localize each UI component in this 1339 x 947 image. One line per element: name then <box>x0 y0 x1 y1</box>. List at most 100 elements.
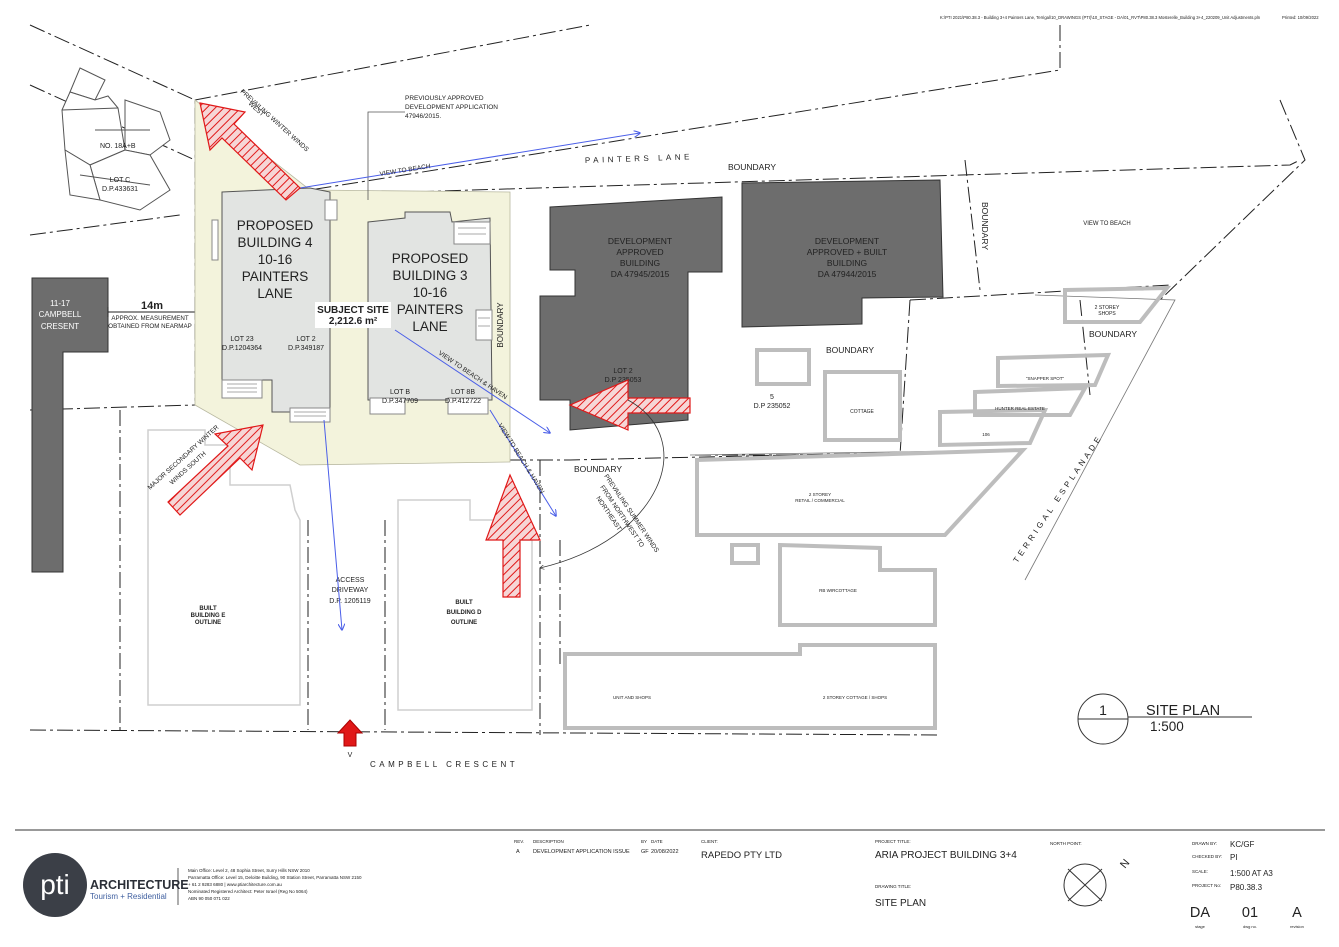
built-d-line-1: BUILT <box>455 600 473 606</box>
site-plan-label <box>1077 693 1252 745</box>
desc-header: DESCRIPTION <box>533 839 564 844</box>
date-header: DATE <box>651 839 663 844</box>
view-beach-label: VIEW TO BEACH <box>379 163 431 178</box>
rev-value: A <box>516 849 520 855</box>
drawing-value: SITE PLAN <box>875 898 926 909</box>
building3-line-4: PAINTERS <box>397 302 464 317</box>
lot5-dp: D.P 235052 <box>754 403 791 410</box>
lot5-label: 5 <box>770 394 774 401</box>
drawing-label: DRAWING TITLE: <box>875 884 911 889</box>
lot2a-dp: D.P.349187 <box>288 345 324 352</box>
dev1-line-2: APPROVED <box>616 247 663 257</box>
dwg-value: 01 <box>1242 905 1258 921</box>
previously-line-1: PREVIOUSLY APPROVED <box>405 95 484 102</box>
dev1-line-3: BUILDING <box>620 258 660 268</box>
rev-header: REV. <box>514 839 524 844</box>
campbell-1117-label-2: CAMPBELL <box>39 310 82 319</box>
lotb-dp: D.P.347709 <box>382 398 418 405</box>
building4-line-1: PROPOSED <box>237 218 314 233</box>
proposed-building-3 <box>367 211 493 415</box>
lotb-label: LOT B <box>390 389 410 396</box>
lotc-label: LOT C <box>110 177 131 184</box>
lot8b-dp: D.P.412722 <box>445 398 481 405</box>
proposed-building-4 <box>211 187 338 423</box>
lot2b-dp: D.P 235053 <box>605 377 642 384</box>
subject-site-label-bg <box>315 302 391 328</box>
client-value: RAPEDO PTY LTD <box>701 850 782 861</box>
address-line-3: + 61 2 9283 6880 | www.ptiarchitecture.c… <box>188 882 282 887</box>
north-label: NORTH POINT: <box>1050 841 1082 846</box>
built-e-line-1: BUILT <box>199 606 217 612</box>
retail-label-2: RETAIL / COMMERCIAL <box>795 498 845 503</box>
checked-label: CHECKED BY: <box>1192 854 1222 859</box>
lotc-dp: D.P.433631 <box>102 186 138 193</box>
drawn-value: KC/GF <box>1230 840 1255 849</box>
measurement-note-2: OBTAINED FROM NEARMAP <box>108 323 191 330</box>
client-label: CLIENT: <box>701 839 718 844</box>
access-line-2: DRIVEWAY <box>332 587 369 594</box>
two-storey-shops-1: 2 STOREY <box>1095 305 1120 311</box>
access-line-3: D.P. 1205119 <box>329 598 370 605</box>
measurement-note-1: APPROX. MEASUREMENT <box>111 315 189 322</box>
building4-line-4: PAINTERS <box>242 269 309 284</box>
campbell-1117-building <box>31 277 109 573</box>
north-arrow-icon <box>1063 863 1107 907</box>
desc-value: DEVELOPMENT APPLICATION ISSUE <box>533 849 630 855</box>
revision-label: revision <box>1290 924 1304 929</box>
view-beach-label-right: VIEW TO BEACH <box>1083 221 1130 227</box>
neighbour-outlines <box>563 285 1172 730</box>
projno-value: P80.38.3 <box>1230 883 1263 892</box>
stage-value: DA <box>1190 905 1210 921</box>
company-name: ARCHITECTURE <box>90 878 189 892</box>
two-storey-shops-2: SHOPS <box>1098 311 1116 317</box>
pti-logo-text: pti <box>40 869 70 900</box>
num-106-label: 106 <box>982 432 990 437</box>
site-plan-number: 1 <box>1099 702 1107 718</box>
street-painters-lane: PAINTERS LANE <box>585 152 693 165</box>
north-letter: N <box>1118 857 1132 871</box>
lot2b-label: LOT 2 <box>613 368 632 375</box>
boundary-label-mid: BOUNDARY <box>826 345 874 355</box>
stage-label: stage <box>1195 924 1206 929</box>
address-line-1: Main Office: Level 2, 48 Sophia Street, … <box>188 868 310 873</box>
wind-arrows <box>167 102 691 598</box>
dwg-label: dwg no. <box>1243 924 1257 929</box>
development-approved-building-1 <box>539 196 723 431</box>
previously-approved-leader <box>367 111 405 200</box>
dev2-line-3: BUILDING <box>827 258 867 268</box>
street-terrigal-esplanade: TERRIGAL ESPLANADE <box>1011 433 1104 565</box>
company-tagline: Tourism + Residential <box>90 892 167 901</box>
view-arrows <box>299 133 640 630</box>
lot23-label: LOT 23 <box>230 336 253 343</box>
dev1-line-1: DEVELOPMENT <box>608 236 672 246</box>
subject-site-area-text: 2,212.6 m² <box>329 316 378 327</box>
lot23-dp: D.P.1204364 <box>222 345 262 352</box>
rb-cottage-label: RB WIRCOTTAGE <box>819 588 857 593</box>
campbell-1117-label-1: 11-17 <box>50 299 70 308</box>
by-header: BY <box>641 839 647 844</box>
lot2a-label: LOT 2 <box>296 336 315 343</box>
boundary-label-right: BOUNDARY <box>1089 329 1137 339</box>
drawn-label: DRAWN BY: <box>1192 841 1217 846</box>
street-campbell-crescent: CAMPBELL CRESCENT <box>370 760 518 769</box>
building3-line-3: 10-16 <box>413 285 448 300</box>
boundary-lines <box>29 24 1306 736</box>
entry-arrow-icon <box>336 719 364 747</box>
built-e-line-3: OUTLINE <box>195 620 221 626</box>
address-line-2: Parramatta Office: Level 15, Deloitte Bu… <box>188 875 362 880</box>
building4-line-5: LANE <box>257 286 292 301</box>
building3-line-5: LANE <box>412 319 447 334</box>
pti-logo-icon <box>23 853 87 917</box>
building3-line-2: BUILDING 3 <box>392 268 467 283</box>
site-plan-title: SITE PLAN <box>1146 703 1220 719</box>
campbell-1117-label-3: CRESENT <box>41 322 79 331</box>
cottage-label: COTTAGE <box>850 409 874 415</box>
building4-line-3: 10-16 <box>258 252 293 267</box>
date-value: 20/08/2022 <box>651 849 679 855</box>
retail-label-1: 2 STOREY <box>809 492 831 497</box>
summer-wind-curve <box>540 399 665 568</box>
snapper-label: "SNAPPER SPOT" <box>1026 376 1065 381</box>
address-line-4: Nominated Registered Architect: Peter Is… <box>188 889 308 894</box>
built-d-line-3: OUTLINE <box>451 620 477 626</box>
